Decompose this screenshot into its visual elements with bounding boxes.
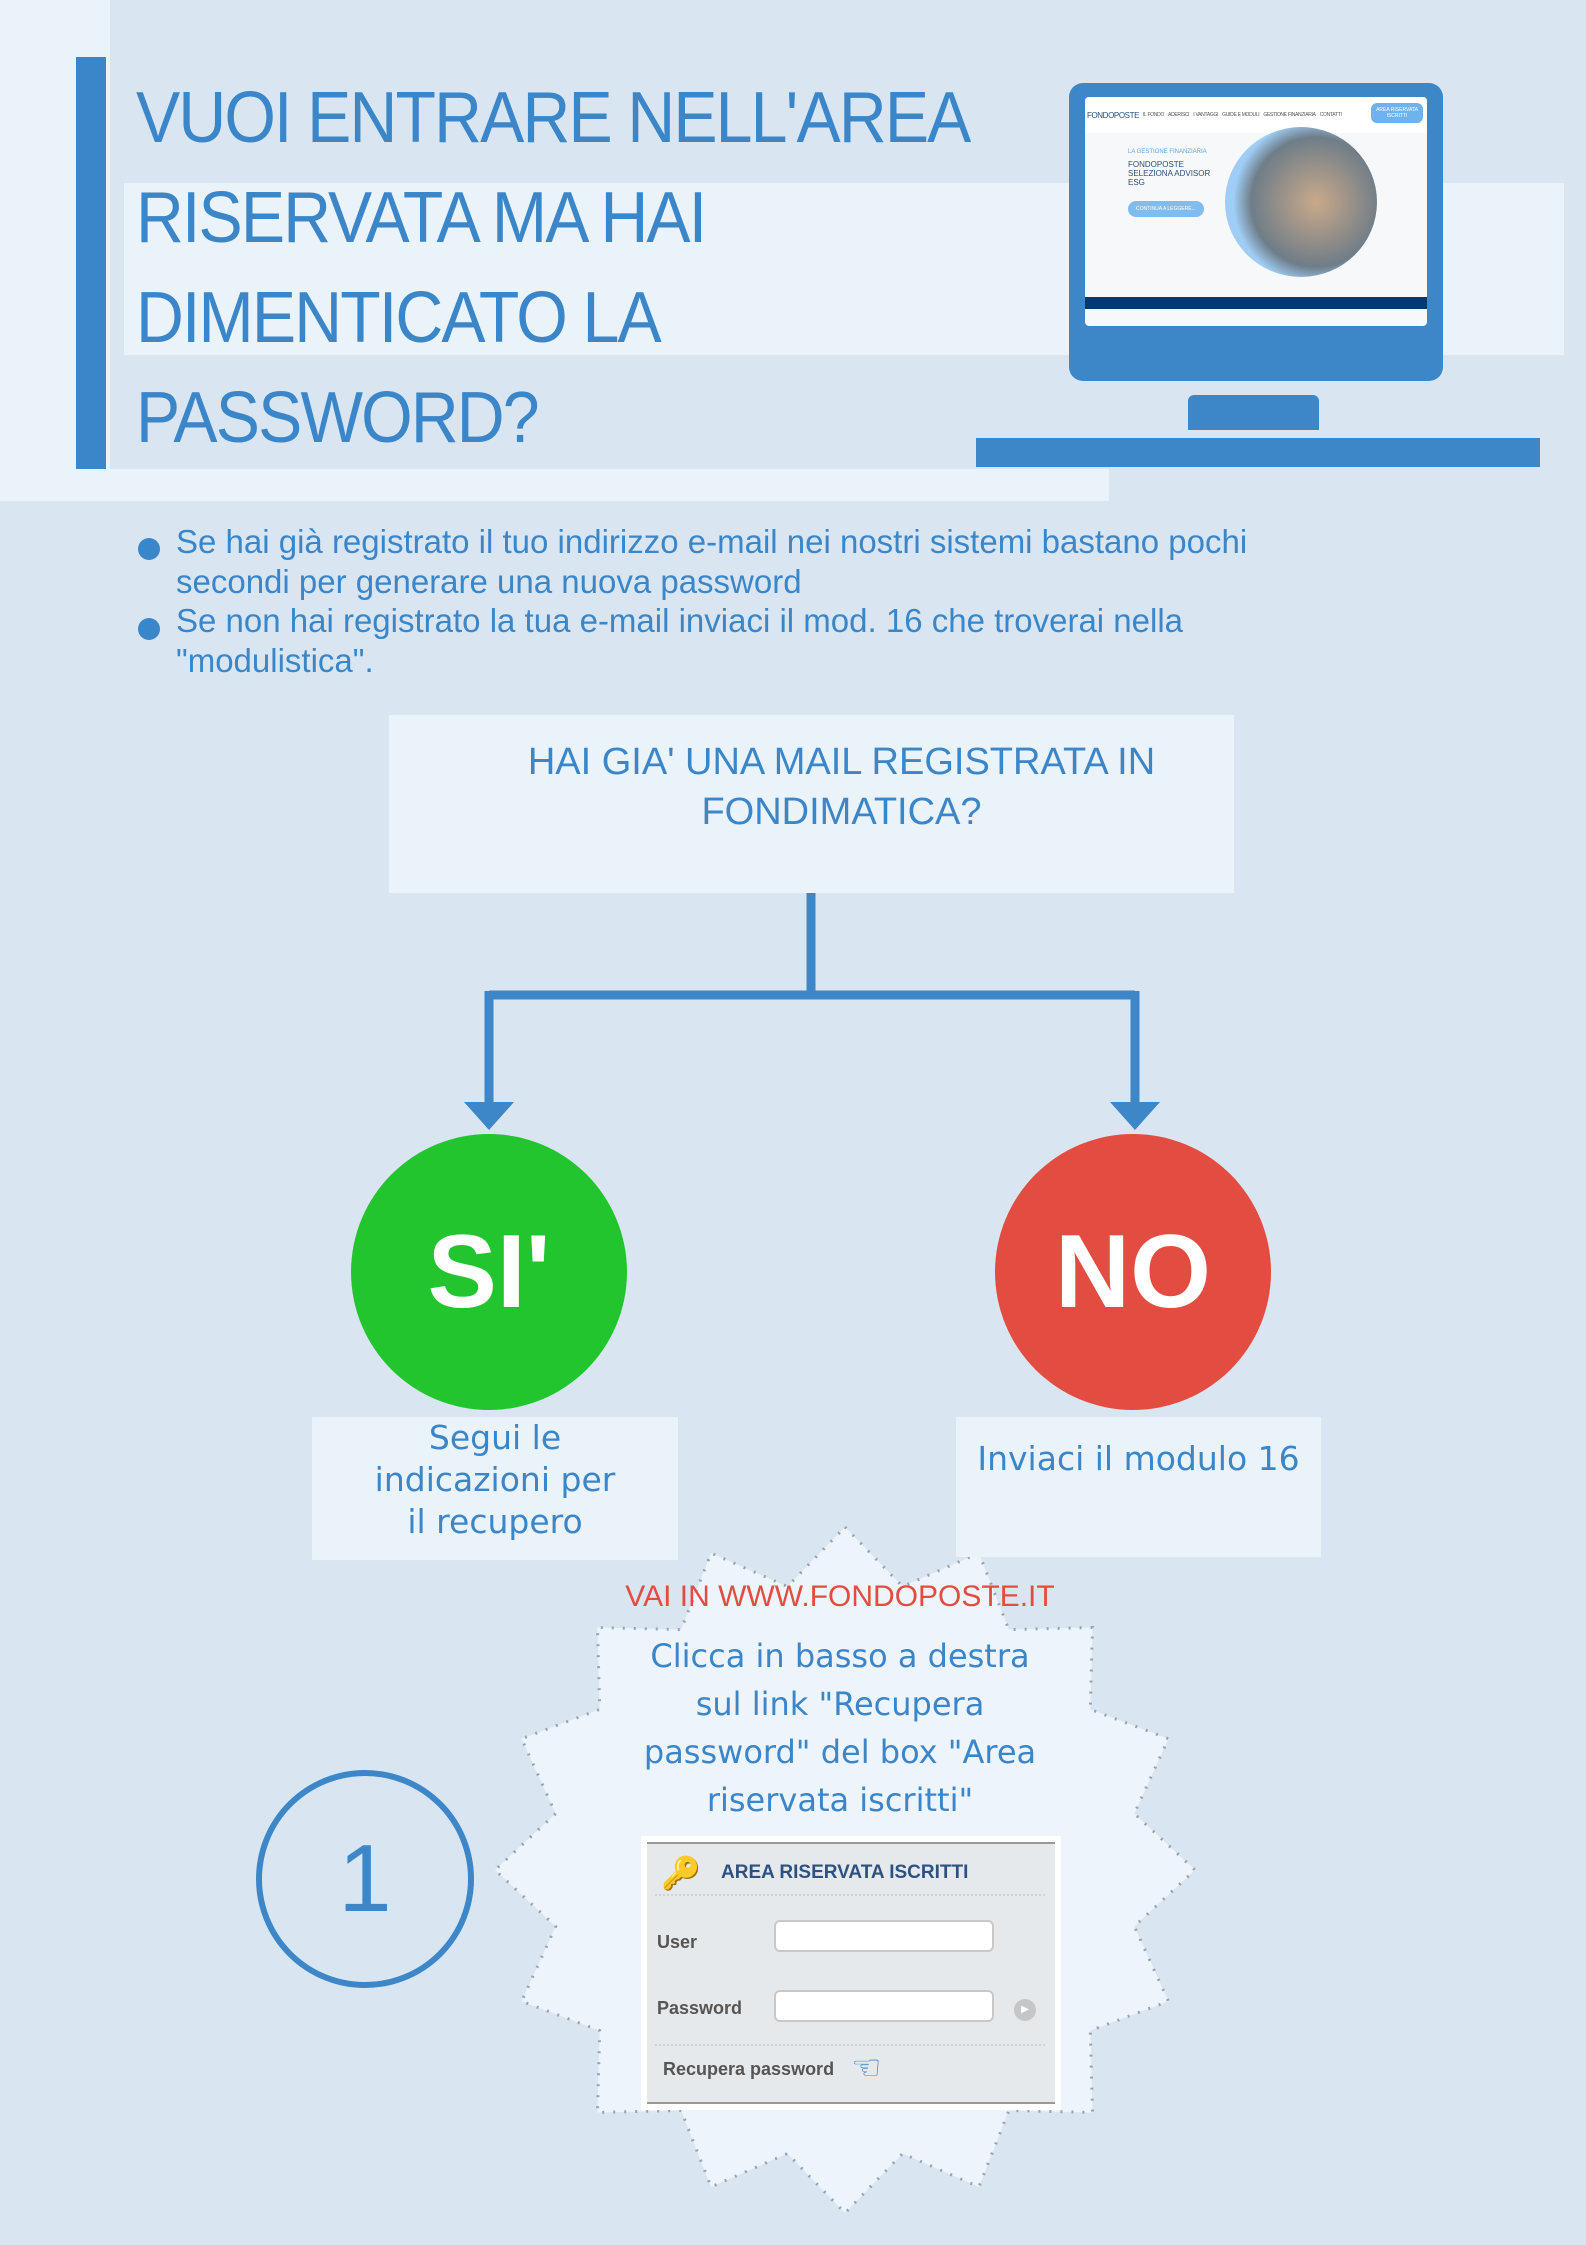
pointing-hand-icon: ☜ — [851, 2049, 882, 2087]
yes-circle: SI' — [351, 1134, 627, 1410]
yes-box: Segui le indicazioni per il recupero — [312, 1417, 678, 1560]
title-line: PASSWORD? — [136, 378, 540, 458]
instruction-line: Clicca in basso a destra — [650, 1637, 1030, 1675]
hero-image — [1225, 127, 1377, 277]
step-number-circle: 1 — [256, 1770, 474, 1988]
instruction-line: riservata iscritti" — [706, 1781, 974, 1819]
no-box: Inviaci il modulo 16 — [956, 1417, 1321, 1557]
question-text: FONDIMATICA? — [701, 791, 982, 833]
submit-arrow-button[interactable]: ▶ — [1014, 1999, 1036, 2021]
no-circle: NO — [995, 1134, 1271, 1410]
title-line: DIMENTICATO LA — [136, 278, 662, 358]
instruction-line: password" del box "Area — [643, 1733, 1037, 1771]
monitor-stand — [1188, 395, 1319, 430]
monitor-screen: FONDOPOSTE IL FONDO ADERISCI I VANTAGGI … — [1085, 97, 1427, 326]
nav-item: CONTATTI — [1319, 112, 1342, 118]
light-strip — [0, 469, 1109, 501]
hero-cta: CONTINUA A LEGGERE... — [1128, 201, 1204, 217]
fondoposte-logo: FONDOPOSTE — [1087, 110, 1140, 120]
bullet-icon — [138, 538, 160, 560]
no-text: Inviaci il modulo 16 — [977, 1439, 1300, 1478]
title-line: RISERVATA MA HAI — [136, 178, 707, 258]
login-box: 🔑 AREA RISERVATA ISCRITTI User Password … — [641, 1836, 1061, 2110]
question-box: HAI GIA' UNA MAIL REGISTRATA IN FONDIMAT… — [389, 715, 1234, 893]
bullet-text: Se hai già registrato il tuo indirizzo e… — [176, 523, 1248, 560]
hero-headline: FONDOPOSTE SELEZIONA ADVISOR ESG — [1128, 160, 1211, 187]
yes-text: Segui le — [428, 1418, 562, 1457]
area-riservata-button: AREA RISERVATA ISCRITTI — [1371, 103, 1423, 123]
step-number: 1 — [338, 1825, 392, 1932]
yes-text: indicazioni per — [374, 1460, 616, 1499]
nav-item: IL FONDO — [1143, 112, 1165, 118]
nav-item: GESTIONE FINANZIARIA — [1263, 112, 1316, 118]
screen-nav: FONDOPOSTE IL FONDO ADERISCI I VANTAGGI … — [1087, 97, 1365, 133]
flow-connector — [464, 893, 1160, 1130]
nav-item: I VANTAGGI — [1193, 112, 1219, 118]
login-title: AREA RISERVATA ISCRITTI — [721, 1862, 969, 1883]
bullet-icon — [138, 618, 160, 640]
instruction-line: sul link "Recupera — [695, 1685, 985, 1723]
question-text: HAI GIA' UNA MAIL REGISTRATA IN — [527, 741, 1156, 783]
key-icon: 🔑 — [661, 1855, 701, 1891]
monitor-illustration: FONDOPOSTE IL FONDO ADERISCI I VANTAGGI … — [1069, 83, 1443, 381]
bullet-text: secondi per generare una nuova password — [176, 563, 802, 600]
title-line: VUOI ENTRARE NELL'AREA — [136, 78, 971, 158]
website-link[interactable]: VAI IN WWW.FONDOPOSTE.IT — [625, 1580, 1055, 1613]
nav-item: GUIDE E MODULI — [1222, 112, 1260, 118]
title-accent-bar — [76, 57, 106, 469]
yes-text: il recupero — [407, 1502, 583, 1541]
bullet-text: "modulistica". — [176, 642, 374, 679]
user-input[interactable] — [774, 1920, 994, 1952]
user-label: User — [657, 1932, 698, 1952]
recover-password-link[interactable]: Recupera password — [663, 2059, 835, 2079]
password-input[interactable] — [774, 1990, 994, 2022]
step-instructions: Clicca in basso a destra sul link "Recup… — [560, 1632, 1120, 1824]
bullet-text: Se non hai registrato la tua e-mail invi… — [176, 602, 1184, 639]
nav-item: ADERISCI — [1168, 112, 1190, 118]
hero-kicker: LA GESTIONE FINANZIARIA — [1128, 149, 1207, 155]
password-label: Password — [657, 1998, 743, 2018]
monitor-base — [976, 438, 1540, 467]
